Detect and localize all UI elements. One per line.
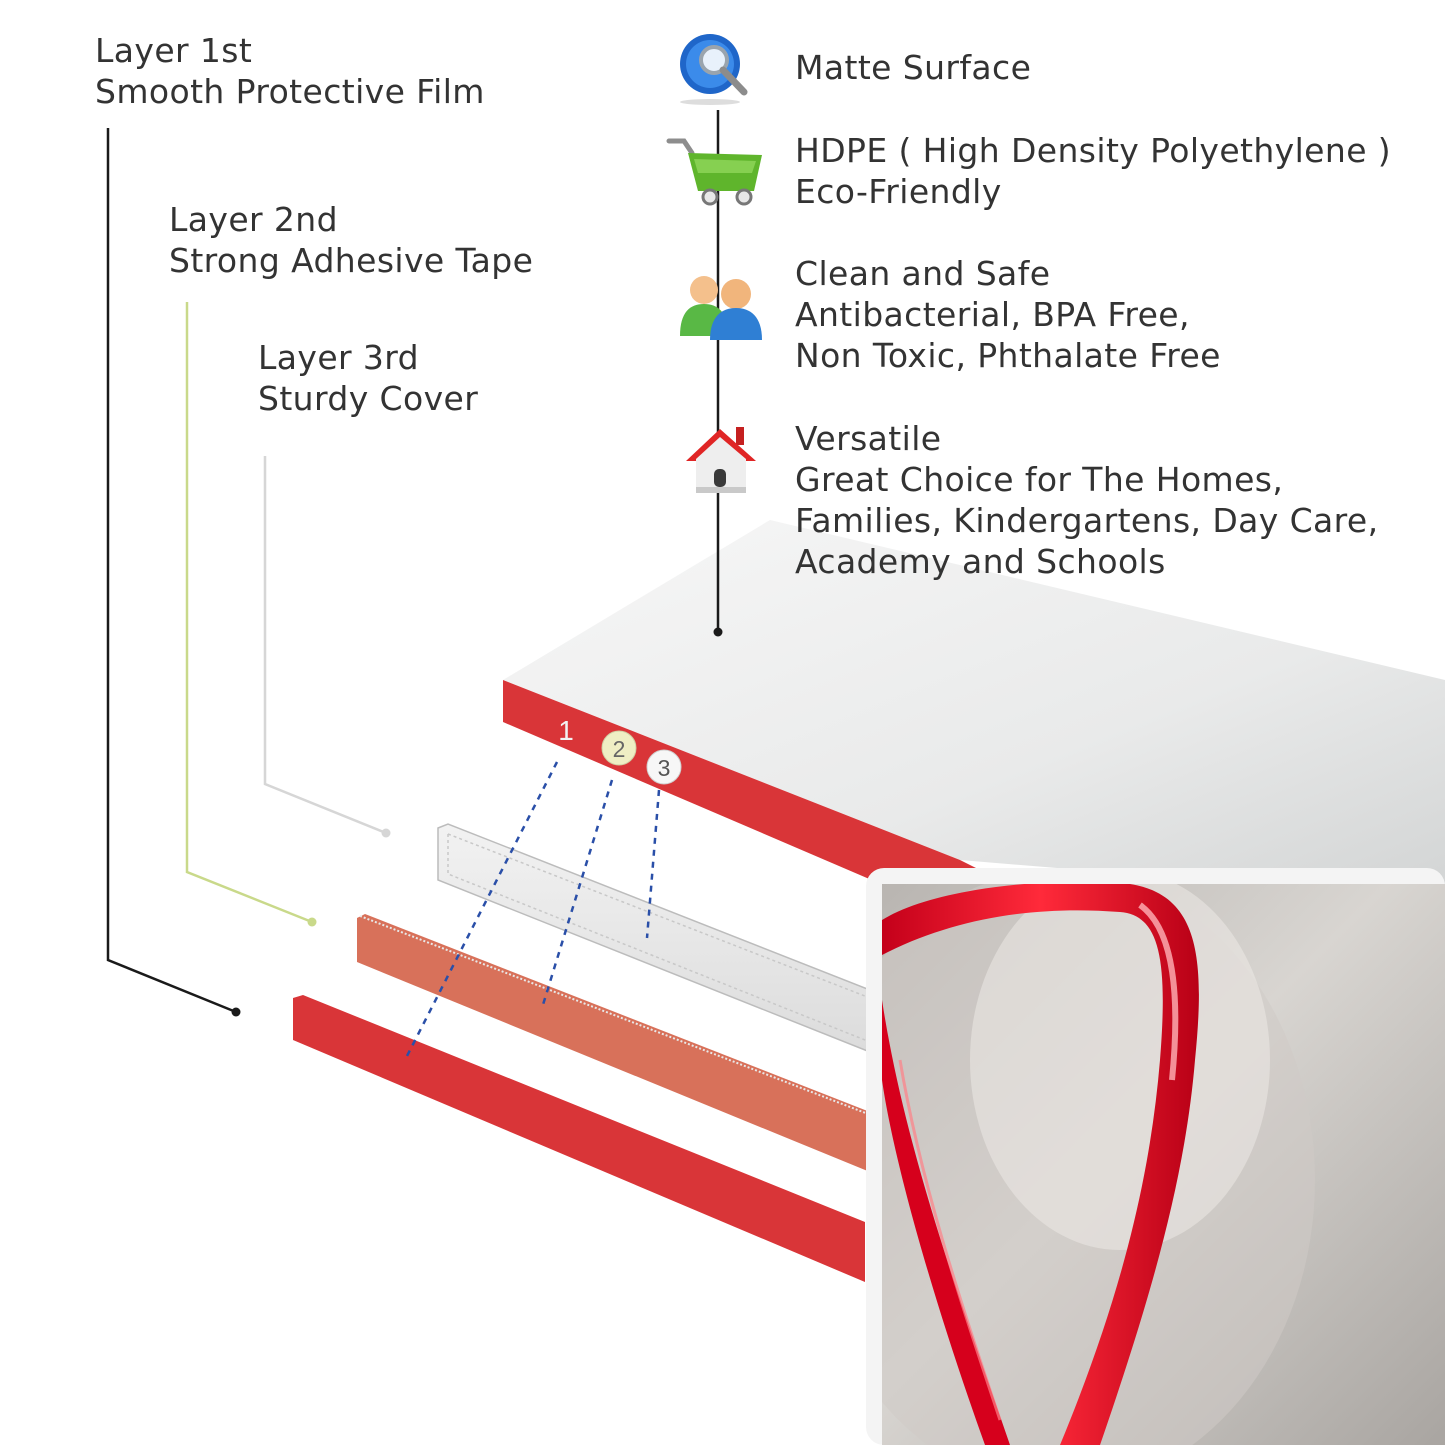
layer-3-leader [263,456,387,835]
house-icon [686,427,756,493]
feature-2-line-2: Eco-Friendly [795,172,1002,211]
layer-1-description: Smooth Protective Film [95,72,485,111]
feature-3-line-3: Non Toxic, Phthalate Free [795,336,1221,375]
feature-1-line-1: Matte Surface [795,48,1032,87]
layer-2-label: Layer 2nd Strong Adhesive Tape [169,199,533,281]
marker-2-badge [601,730,637,766]
feature-clean-safe: Clean and Safe Antibacterial, BPA Free, … [795,253,1221,376]
board-top-surface [503,520,1445,900]
feature-2-line-1: HDPE ( High Density Polyethylene ) [795,131,1392,170]
layer-1-label: Layer 1st Smooth Protective Film [95,30,485,112]
feature-3-line-2: Antibacterial, BPA Free, [795,295,1190,334]
layer-1-strip [293,995,865,1282]
shopping-cart-icon [666,138,762,206]
edge-closeup-photo [866,868,1445,1445]
feature-4-line-4: Academy and Schools [795,542,1166,581]
layer-1-leader [106,128,237,1014]
layer-2-strip [357,914,870,1172]
marker-2: 2 [613,736,626,762]
marker-1: 1 [558,715,574,746]
feature-3-line-1: Clean and Safe [795,254,1051,293]
magnifier-icon [680,34,748,105]
layer-3-label: Layer 3rd Sturdy Cover [258,337,478,419]
layer-3-title: Layer 3rd [258,338,420,377]
feature-4-line-2: Great Choice for The Homes, [795,460,1284,499]
marker-3-badge [646,749,682,785]
feature-matte-surface: Matte Surface [795,47,1031,88]
layer-2-description: Strong Adhesive Tape [169,241,534,280]
feature-4-line-3: Families, Kindergartens, Day Care, [795,501,1379,540]
marker-3: 3 [658,755,671,781]
layer-2-title: Layer 2nd [169,200,338,239]
feature-versatile: Versatile Great Choice for The Homes, Fa… [795,418,1378,582]
layer-1-title: Layer 1st [95,31,253,70]
layer-2-leader [185,302,313,924]
layer-3-description: Sturdy Cover [258,379,479,418]
feature-hdpe: HDPE ( High Density Polyethylene ) Eco-F… [795,130,1391,212]
users-icon [680,276,762,340]
feature-4-line-1: Versatile [795,419,942,458]
